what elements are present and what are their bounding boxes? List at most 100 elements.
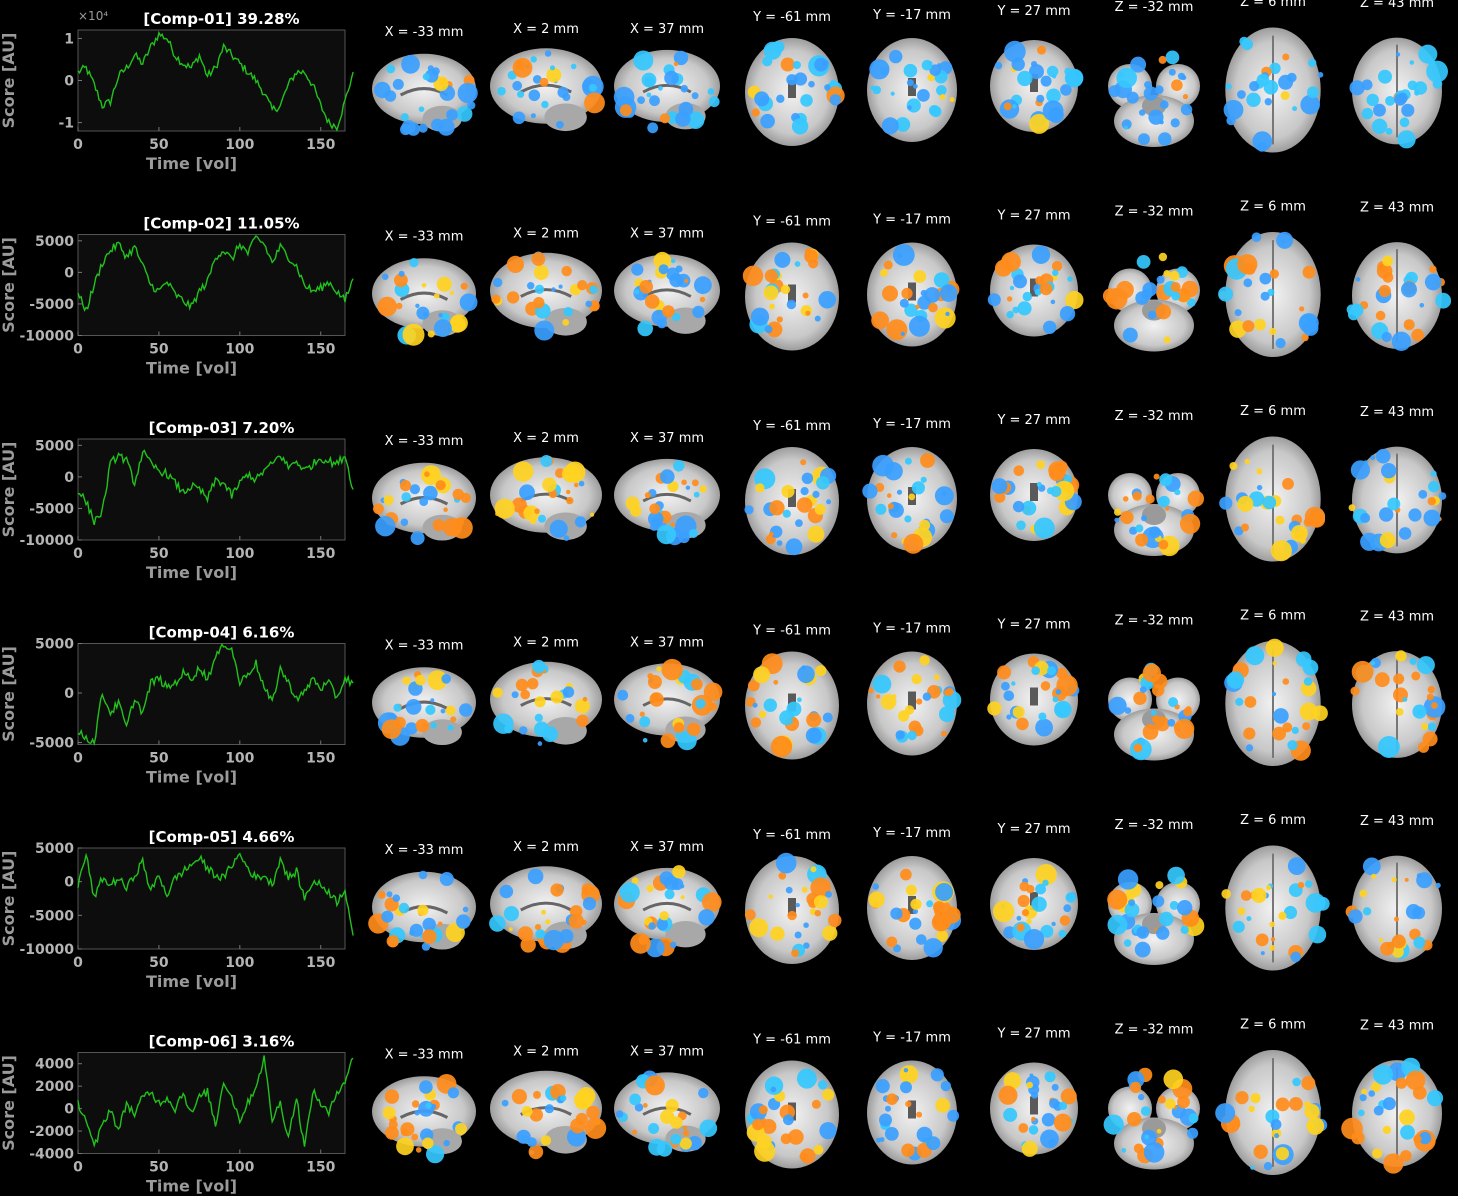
activation-blob	[752, 702, 758, 708]
activation-blob	[1053, 1113, 1072, 1132]
ventricle	[788, 489, 796, 507]
activation-blob	[1269, 327, 1277, 336]
activation-blob	[562, 319, 570, 326]
brain-slice: X = 37 mm	[614, 431, 720, 546]
activation-blob	[1374, 672, 1390, 688]
activation-blob	[1152, 895, 1165, 908]
cerebellum	[1114, 913, 1194, 965]
x-tick-label: 0	[73, 751, 83, 767]
ventricle	[642, 697, 692, 707]
activation-blob	[890, 91, 895, 96]
slice-coordinate-label: Y = -17 mm	[872, 8, 951, 23]
activation-blob	[424, 471, 430, 477]
y-tick-label: -2000	[29, 1124, 74, 1140]
activation-blob	[563, 535, 570, 541]
activation-blob	[1065, 892, 1076, 903]
activation-blob	[1158, 132, 1172, 146]
activation-blob	[908, 315, 930, 337]
brain-slice: Z = 6 mm	[1219, 404, 1326, 562]
brain-slice: X = 2 mm	[490, 431, 602, 541]
activation-blob	[1163, 1069, 1184, 1090]
activation-blob	[1156, 275, 1165, 284]
brain-slice: Y = 27 mm	[990, 822, 1078, 950]
activation-blob	[912, 908, 919, 915]
slice-coordinate-label: X = 2 mm	[513, 636, 579, 651]
activation-blob	[1033, 517, 1055, 539]
activation-blob	[1250, 1093, 1261, 1104]
activation-blob	[642, 1103, 648, 1108]
brain-slice: Y = 27 mm	[990, 4, 1084, 134]
activation-blob	[768, 894, 773, 899]
activation-blob	[1134, 941, 1151, 958]
brain-slice: Z = -32 mm	[1108, 409, 1205, 557]
activation-blob	[932, 911, 952, 931]
activation-blob	[803, 922, 809, 928]
activation-blob	[630, 933, 651, 954]
y-tick-label: 0	[64, 470, 74, 486]
ventricle	[520, 901, 572, 912]
activation-blob	[1361, 79, 1373, 91]
activation-blob	[534, 696, 546, 708]
y-tick-label: 0	[64, 74, 74, 90]
activation-blob	[813, 1144, 824, 1155]
activation-blob	[814, 57, 828, 72]
activation-blob	[401, 54, 420, 74]
activation-blob	[1254, 318, 1266, 331]
activation-blob	[899, 298, 909, 308]
activation-blob	[578, 480, 585, 487]
activation-blob	[1143, 86, 1158, 101]
activation-blob	[702, 892, 722, 912]
activation-blob	[406, 122, 421, 136]
activation-blob	[630, 505, 642, 517]
activation-blob	[830, 79, 836, 86]
activation-blob	[639, 716, 651, 728]
activation-blob	[1302, 320, 1319, 336]
activation-blob	[1317, 72, 1324, 78]
activation-blob	[939, 284, 958, 302]
activation-blob	[708, 702, 718, 711]
activation-blob	[400, 518, 409, 527]
activation-blob	[639, 280, 653, 294]
activation-blob	[1409, 657, 1417, 665]
brain-slice: X = 2 mm	[489, 840, 602, 953]
slice-coordinate-label: Z = 43 mm	[1360, 0, 1434, 11]
brain-slice: Y = -17 mm	[867, 622, 962, 756]
activation-blob	[904, 457, 912, 465]
activation-blob	[386, 891, 393, 898]
activation-blob	[800, 1148, 816, 1164]
activation-blob	[1413, 936, 1426, 949]
activation-blob	[1368, 1090, 1375, 1097]
brain-slice: Y = -17 mm	[867, 1031, 960, 1165]
slice-coordinate-label: Z = 43 mm	[1360, 405, 1434, 420]
activation-blob	[1404, 877, 1409, 882]
activation-blob	[1372, 1148, 1383, 1159]
activation-blob	[774, 251, 791, 268]
activation-blob	[660, 733, 676, 748]
activation-blob	[1016, 923, 1025, 932]
activation-blob	[619, 104, 632, 117]
activation-blob	[886, 319, 908, 341]
activation-blob	[430, 722, 437, 729]
activation-blob	[1016, 717, 1029, 731]
activation-blob	[1174, 489, 1181, 496]
activation-blob	[1114, 508, 1122, 516]
activation-blob	[782, 509, 791, 518]
slice-coordinate-label: X = 2 mm	[513, 431, 579, 446]
activation-blob	[1303, 677, 1313, 686]
x-tick-label: 100	[225, 955, 254, 971]
activation-blob	[1136, 926, 1150, 939]
activation-blob	[911, 674, 922, 685]
activation-blob	[829, 94, 842, 106]
activation-blob	[1219, 496, 1233, 510]
x-tick-label: 50	[149, 342, 169, 358]
activation-blob	[1139, 686, 1147, 693]
activation-blob	[533, 1090, 541, 1099]
activation-blob	[1124, 707, 1132, 714]
activation-blob	[422, 929, 437, 944]
activation-blob	[427, 670, 448, 690]
activation-blob	[681, 479, 687, 486]
activation-blob	[887, 503, 894, 510]
activation-blob	[1395, 1077, 1408, 1089]
activation-blob	[1395, 708, 1404, 716]
